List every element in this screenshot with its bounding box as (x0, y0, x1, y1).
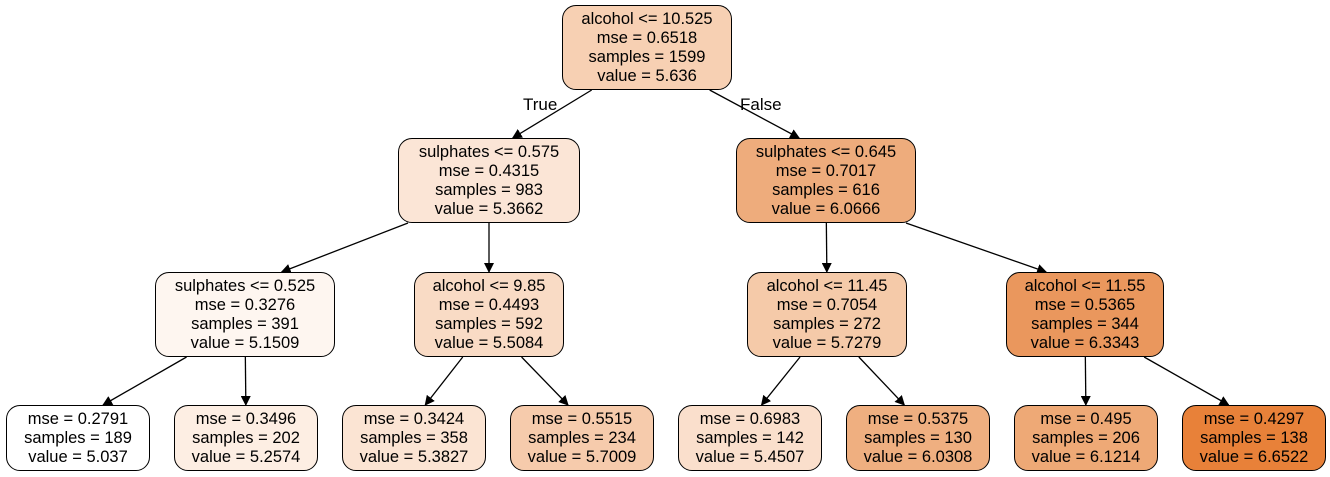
node-samples-label: samples = 130 (864, 428, 972, 447)
tree-leaf: mse = 0.3424 samples = 358 value = 5.382… (342, 405, 486, 471)
node-samples-label: samples = 983 (435, 180, 543, 199)
tree-node: alcohol <= 11.55 mse = 0.5365 samples = … (1006, 272, 1164, 357)
node-split-label: alcohol <= 11.55 (1024, 276, 1146, 295)
tree-edge (1143, 356, 1230, 406)
tree-node: alcohol <= 11.45 mse = 0.7054 samples = … (747, 272, 907, 357)
node-mse-label: mse = 0.5365 (1034, 295, 1136, 314)
tree-edge (511, 89, 593, 139)
tree-edge (240, 356, 251, 406)
tree-node-root: alcohol <= 10.525 mse = 0.6518 samples =… (562, 5, 732, 90)
node-value-label: value = 5.7279 (772, 333, 882, 352)
node-mse-label: mse = 0.3424 (363, 409, 465, 428)
node-mse-label: mse = 0.4493 (438, 295, 540, 314)
node-mse-label: mse = 0.7017 (775, 161, 877, 180)
node-split-label: alcohol <= 9.85 (432, 276, 546, 295)
node-value-label: value = 5.1509 (190, 333, 300, 352)
node-split-label: alcohol <= 11.45 (766, 276, 888, 295)
tree-leaf: mse = 0.5515 samples = 234 value = 5.700… (510, 405, 654, 471)
node-value-label: value = 6.0308 (863, 447, 973, 466)
tree-edge (280, 222, 409, 274)
tree-leaf: mse = 0.5375 samples = 130 value = 6.030… (846, 405, 990, 471)
node-value-label: value = 5.3827 (359, 447, 469, 466)
node-samples-label: samples = 189 (24, 428, 132, 447)
node-split-label: sulphates <= 0.575 (418, 142, 560, 161)
node-value-label: value = 5.7009 (527, 447, 637, 466)
node-value-label: value = 5.3662 (434, 199, 544, 218)
node-value-label: value = 6.3343 (1030, 333, 1140, 352)
tree-edge (905, 222, 1048, 274)
tree-leaf: mse = 0.2791 samples = 189 value = 5.037 (6, 405, 150, 471)
tree-node: sulphates <= 0.525 mse = 0.3276 samples … (155, 272, 335, 357)
tree-node: sulphates <= 0.645 mse = 0.7017 samples … (736, 138, 916, 223)
tree-edge (858, 356, 906, 406)
node-split-label: alcohol <= 10.525 (581, 9, 713, 28)
node-mse-label: mse = 0.7054 (776, 295, 878, 314)
node-value-label: value = 5.037 (28, 447, 128, 466)
node-value-label: value = 5.5084 (434, 333, 544, 352)
node-mse-label: mse = 0.3496 (195, 409, 297, 428)
node-mse-label: mse = 0.4297 (1203, 409, 1305, 428)
tree-leaf: mse = 0.4297 samples = 138 value = 6.652… (1182, 405, 1326, 471)
node-value-label: value = 5.636 (597, 66, 697, 85)
node-samples-label: samples = 234 (528, 428, 636, 447)
node-samples-label: samples = 616 (772, 180, 880, 199)
node-samples-label: samples = 592 (435, 314, 543, 333)
node-mse-label: mse = 0.4315 (438, 161, 540, 180)
edge-label-false: False (740, 95, 782, 114)
node-mse-label: mse = 0.5375 (867, 409, 969, 428)
node-mse-label: mse = 0.6983 (699, 409, 801, 428)
node-samples-label: samples = 1599 (588, 47, 706, 66)
node-value-label: value = 6.6522 (1199, 447, 1309, 466)
tree-leaf: mse = 0.495 samples = 206 value = 6.1214 (1014, 405, 1158, 471)
node-samples-label: samples = 202 (192, 428, 300, 447)
tree-edge (1080, 356, 1091, 406)
node-mse-label: mse = 0.5515 (531, 409, 633, 428)
node-split-label: sulphates <= 0.645 (755, 142, 897, 161)
node-samples-label: samples = 344 (1031, 314, 1139, 333)
node-value-label: value = 5.2574 (191, 447, 301, 466)
tree-edge (424, 356, 464, 406)
node-mse-label: mse = 0.6518 (596, 28, 698, 47)
tree-edge (760, 356, 801, 406)
tree-node: sulphates <= 0.575 mse = 0.4315 samples … (398, 138, 580, 223)
node-value-label: value = 6.0666 (771, 199, 881, 218)
edge-label-true: True (523, 95, 558, 114)
node-split-label: sulphates <= 0.525 (174, 276, 316, 295)
tree-node: alcohol <= 9.85 mse = 0.4493 samples = 5… (414, 272, 564, 357)
node-value-label: value = 6.1214 (1031, 447, 1141, 466)
node-samples-label: samples = 272 (773, 314, 881, 333)
tree-leaf: mse = 0.6983 samples = 142 value = 5.450… (678, 405, 822, 471)
node-samples-label: samples = 358 (360, 428, 468, 447)
tree-edge (821, 222, 832, 273)
node-samples-label: samples = 142 (696, 428, 804, 447)
tree-leaf: mse = 0.3496 samples = 202 value = 5.257… (174, 405, 318, 471)
tree-edge (521, 356, 569, 406)
node-mse-label: mse = 0.2791 (27, 409, 129, 428)
node-mse-label: mse = 0.3276 (194, 295, 296, 314)
node-value-label: value = 5.4507 (695, 447, 805, 466)
node-mse-label: mse = 0.495 (1040, 409, 1132, 428)
tree-edge (102, 356, 187, 406)
node-samples-label: samples = 206 (1032, 428, 1140, 447)
node-samples-label: samples = 138 (1200, 428, 1308, 447)
tree-edge (709, 89, 801, 139)
node-samples-label: samples = 391 (191, 314, 299, 333)
